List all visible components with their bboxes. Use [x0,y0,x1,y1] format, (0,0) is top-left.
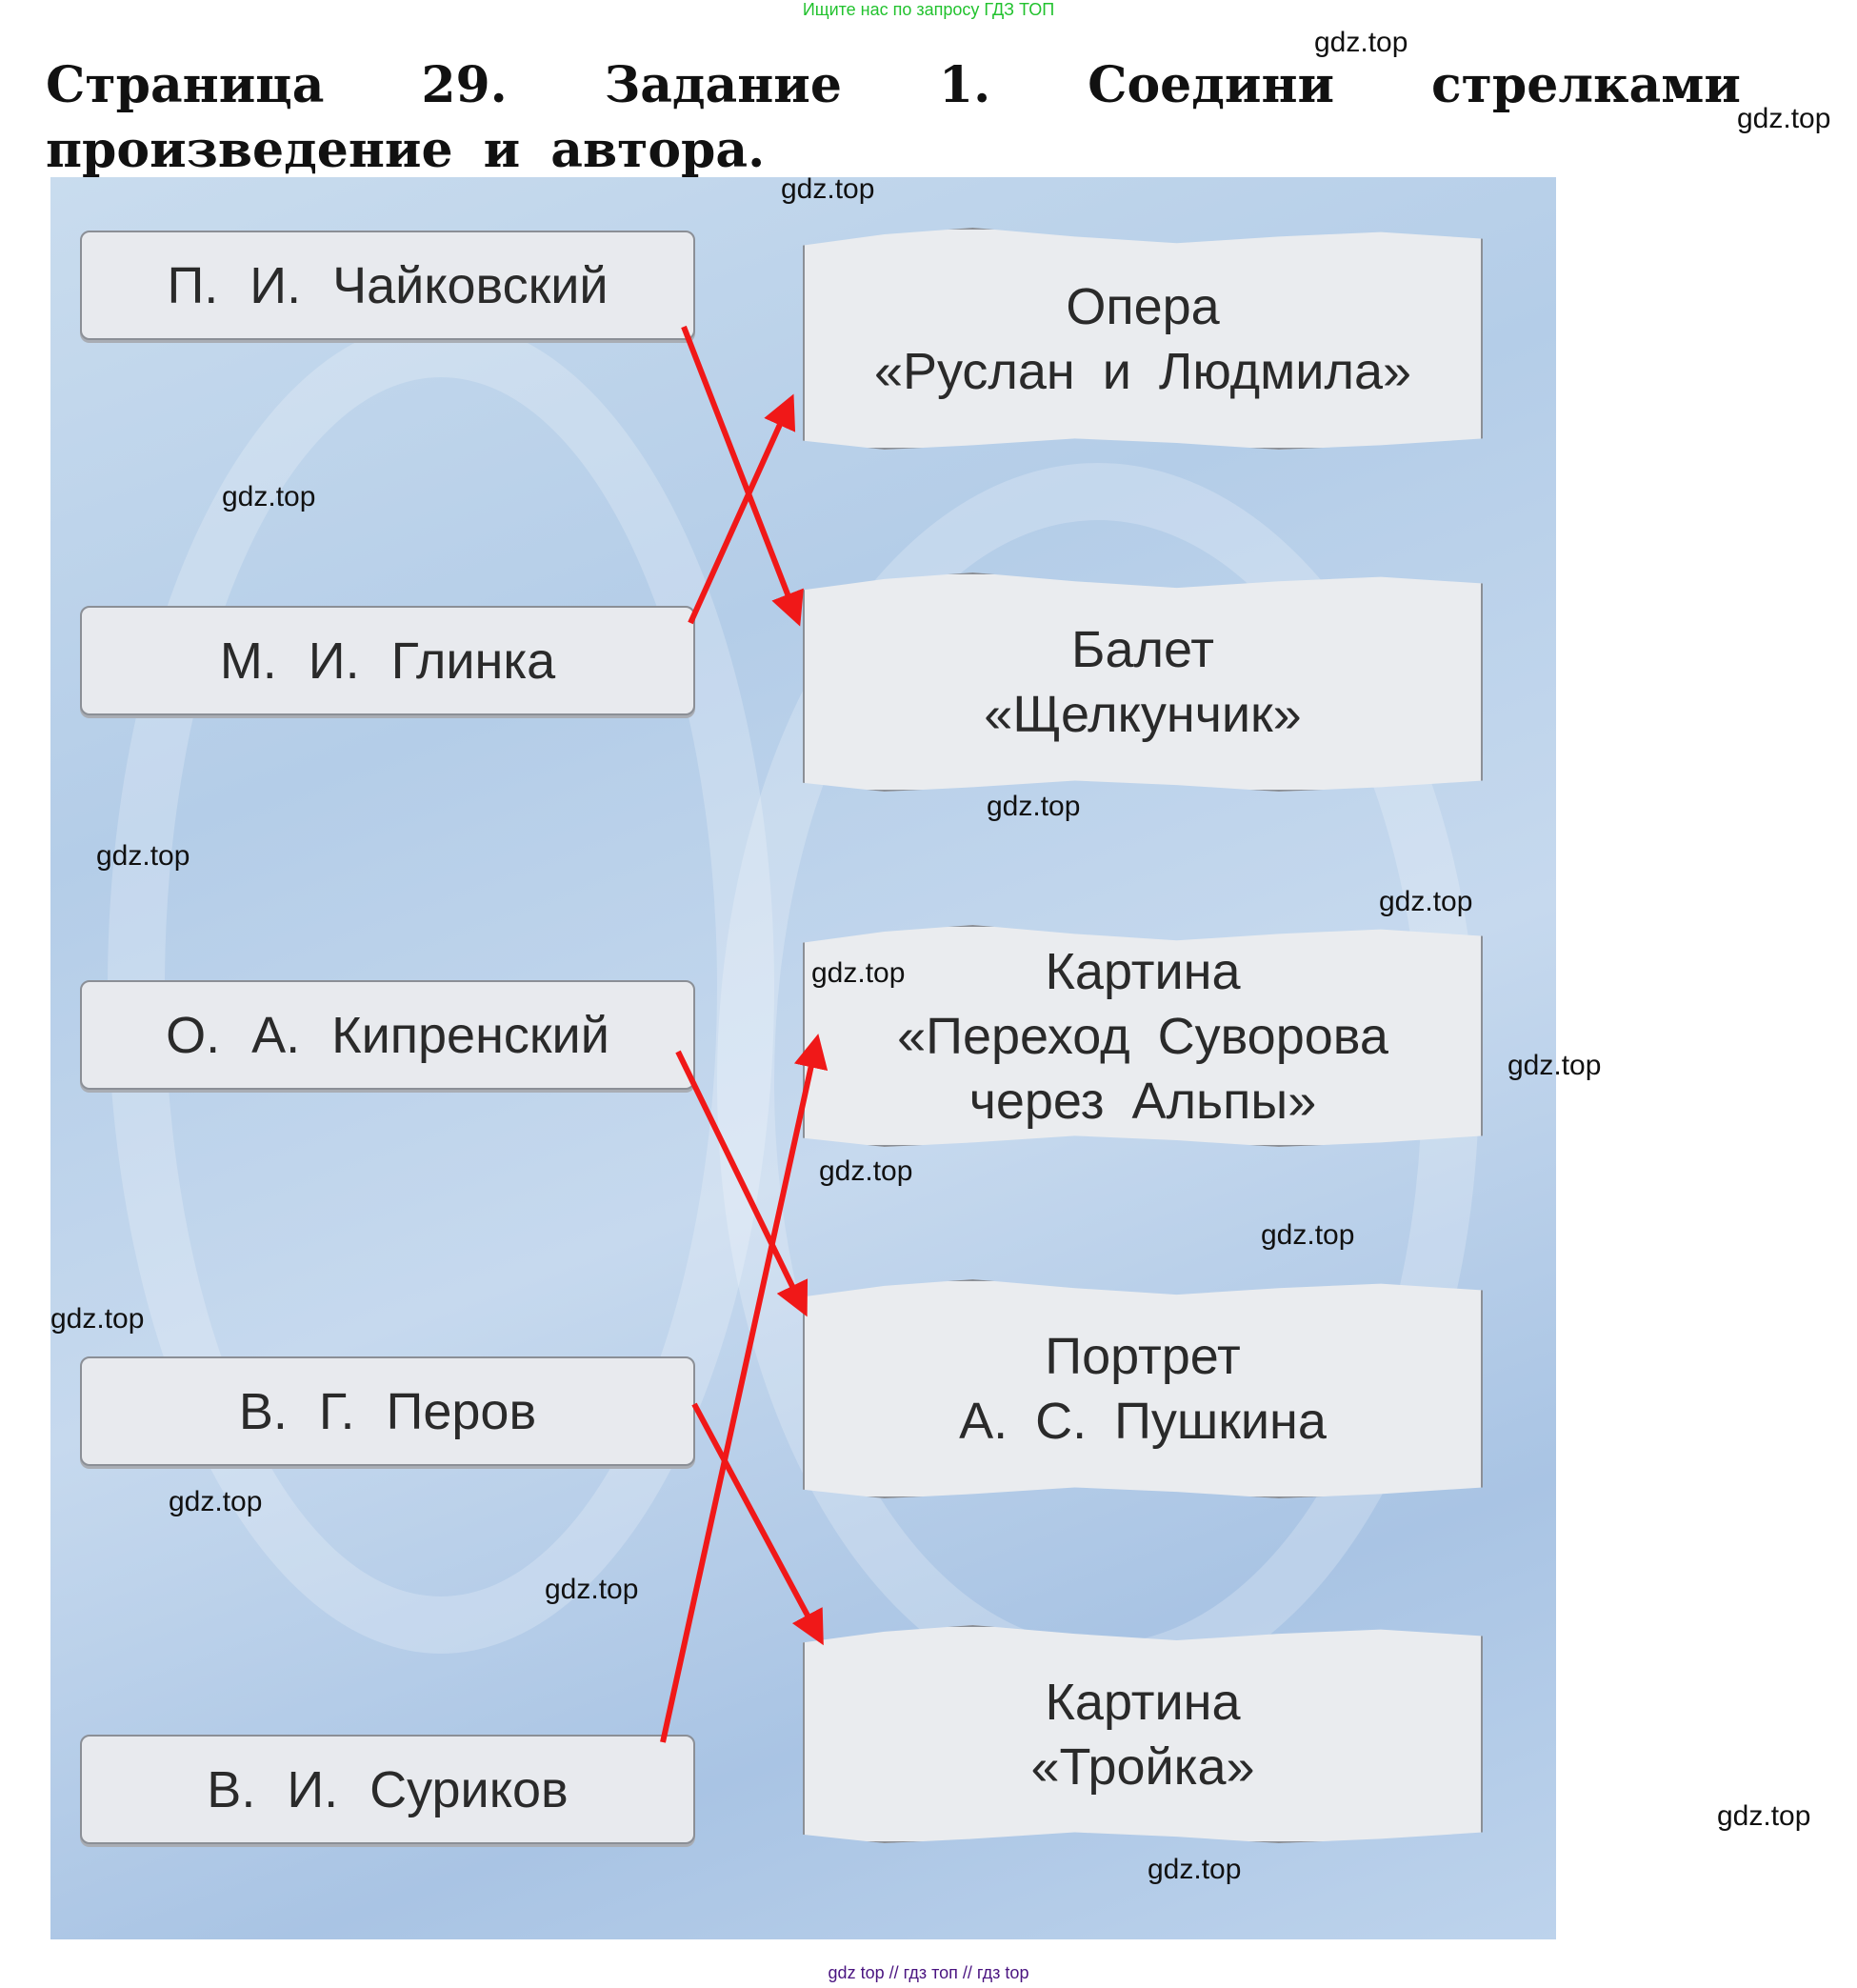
watermark: gdz.top [1717,1800,1811,1832]
watermark: gdz.top [1737,103,1831,134]
search-hint: Ищите нас по запросу ГДЗ ТОП [802,0,1055,19]
arrow-glinka-ruslan [688,393,796,625]
work-box[interactable]: Картина «Переход Суворова через Альпы» [803,925,1483,1147]
work-line: «Переход Суворова [897,1007,1388,1065]
author-box[interactable]: М. И. Глинка [80,606,695,715]
page-title: Страница 29. Задание 1. Соедини стрелкам… [46,56,1741,179]
arrow-surikov-suvorov [660,1034,829,1743]
work-line: через Альпы» [968,1072,1317,1130]
watermark: gdz.top [1314,27,1408,58]
arrow-perov-troika [691,1402,824,1646]
watermark: gdz.top [1508,1050,1602,1081]
author-box[interactable]: П. И. Чайковский [80,231,695,340]
watermark: gdz.top [819,1155,913,1187]
watermark: gdz.top [169,1486,263,1517]
watermark: gdz.top [1148,1854,1242,1885]
watermark: gdz.top [781,173,875,205]
work-line: Картина [1045,942,1241,1000]
watermark: gdz.top [545,1574,639,1605]
work-line: Портрет [1045,1328,1241,1385]
work-line: «Тройка» [1030,1737,1255,1796]
watermark: gdz.top [96,840,190,872]
watermark: gdz.top [987,791,1081,822]
work-line: «Руслан и Людмила» [873,342,1412,400]
arrow-kiprensky-pushkin [675,1050,809,1317]
work-line: А. С. Пушкина [959,1393,1327,1450]
watermark: gdz.top [1261,1219,1355,1251]
watermark: gdz.top [811,957,906,989]
author-box[interactable]: О. А. Кипренский [80,980,695,1090]
work-line: Картина [1045,1673,1241,1731]
work-line: Опера [1066,277,1220,335]
watermark: gdz.top [50,1303,145,1335]
work-line: Балет [1071,621,1214,678]
work-box[interactable]: Портрет А. С. Пушкина [803,1279,1483,1498]
author-box[interactable]: В. И. Суриков [80,1735,695,1844]
work-line: «Щелкунчик» [984,686,1302,743]
arrow-chaikovsky-nutcracker [681,325,804,627]
author-box[interactable]: В. Г. Перов [80,1356,695,1466]
work-box[interactable]: Балет «Щелкунчик» [803,572,1483,792]
watermark: gdz.top [1379,886,1473,917]
watermark: gdz.top [222,481,316,512]
footer-note: gdz top // гдз топ // гдз top [828,1963,1029,1982]
